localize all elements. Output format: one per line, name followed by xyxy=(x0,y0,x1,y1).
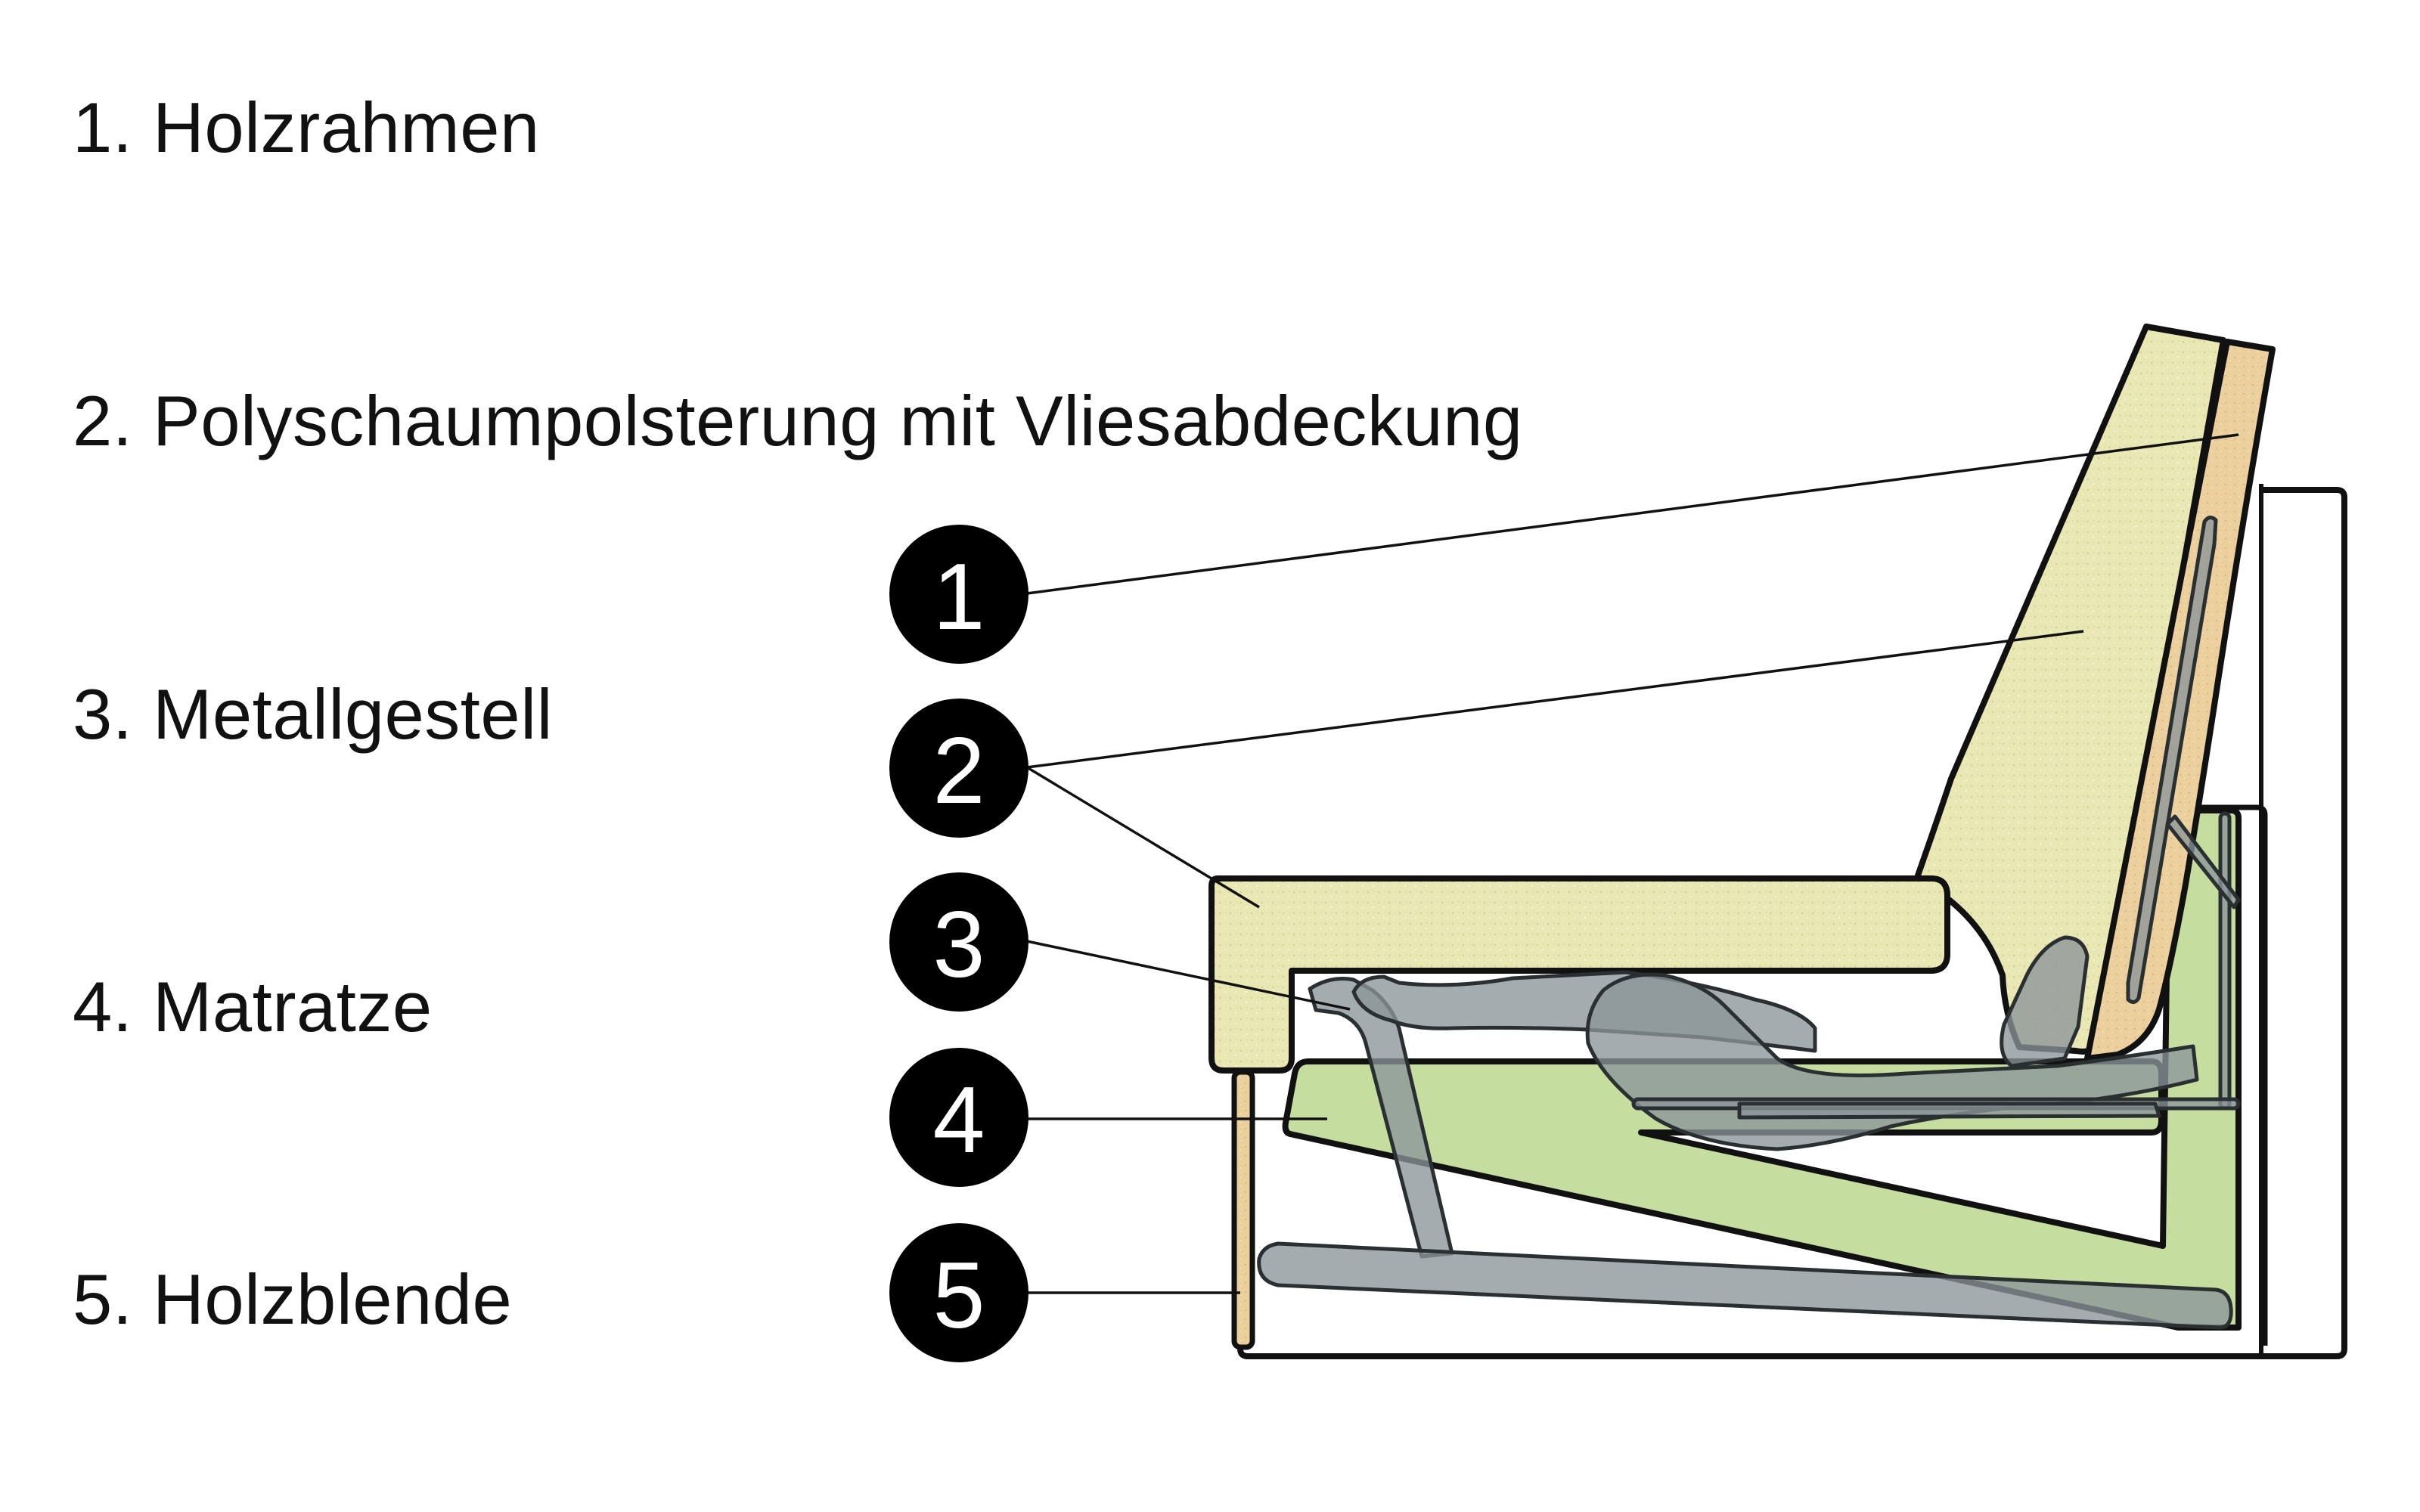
callout-4-number: 4 xyxy=(933,1068,985,1173)
callout-3-number: 3 xyxy=(933,893,985,997)
callout-2-number: 2 xyxy=(933,719,985,823)
callout-5: 5 xyxy=(889,1223,1028,1362)
callout-5-number: 5 xyxy=(933,1244,985,1348)
legend-item-holzrahmen: 1. Holzrahmen xyxy=(73,88,540,167)
callout-1: 1 xyxy=(889,525,1028,664)
legend-item-matratze: 4. Matratze xyxy=(73,967,433,1046)
leader-lines xyxy=(1026,433,2239,1294)
backrest-foam xyxy=(1915,324,2226,1055)
legend-item-holzblende: 5. Holzblende xyxy=(73,1259,513,1339)
callout-4: 4 xyxy=(889,1048,1028,1187)
metal-frame xyxy=(1257,516,2241,1330)
legend-item-metallgestell: 3. Metallgestell xyxy=(73,674,553,754)
callout-1-number: 1 xyxy=(933,545,985,649)
legend-item-polsterung: 2. Polyschaumpolsterung mit Vliesabdecku… xyxy=(73,381,1523,460)
seat-foam xyxy=(1208,875,1950,1074)
callout-3: 3 xyxy=(889,872,1028,1012)
front-wood-panel xyxy=(1231,1069,1255,1350)
callout-2: 2 xyxy=(889,699,1028,838)
